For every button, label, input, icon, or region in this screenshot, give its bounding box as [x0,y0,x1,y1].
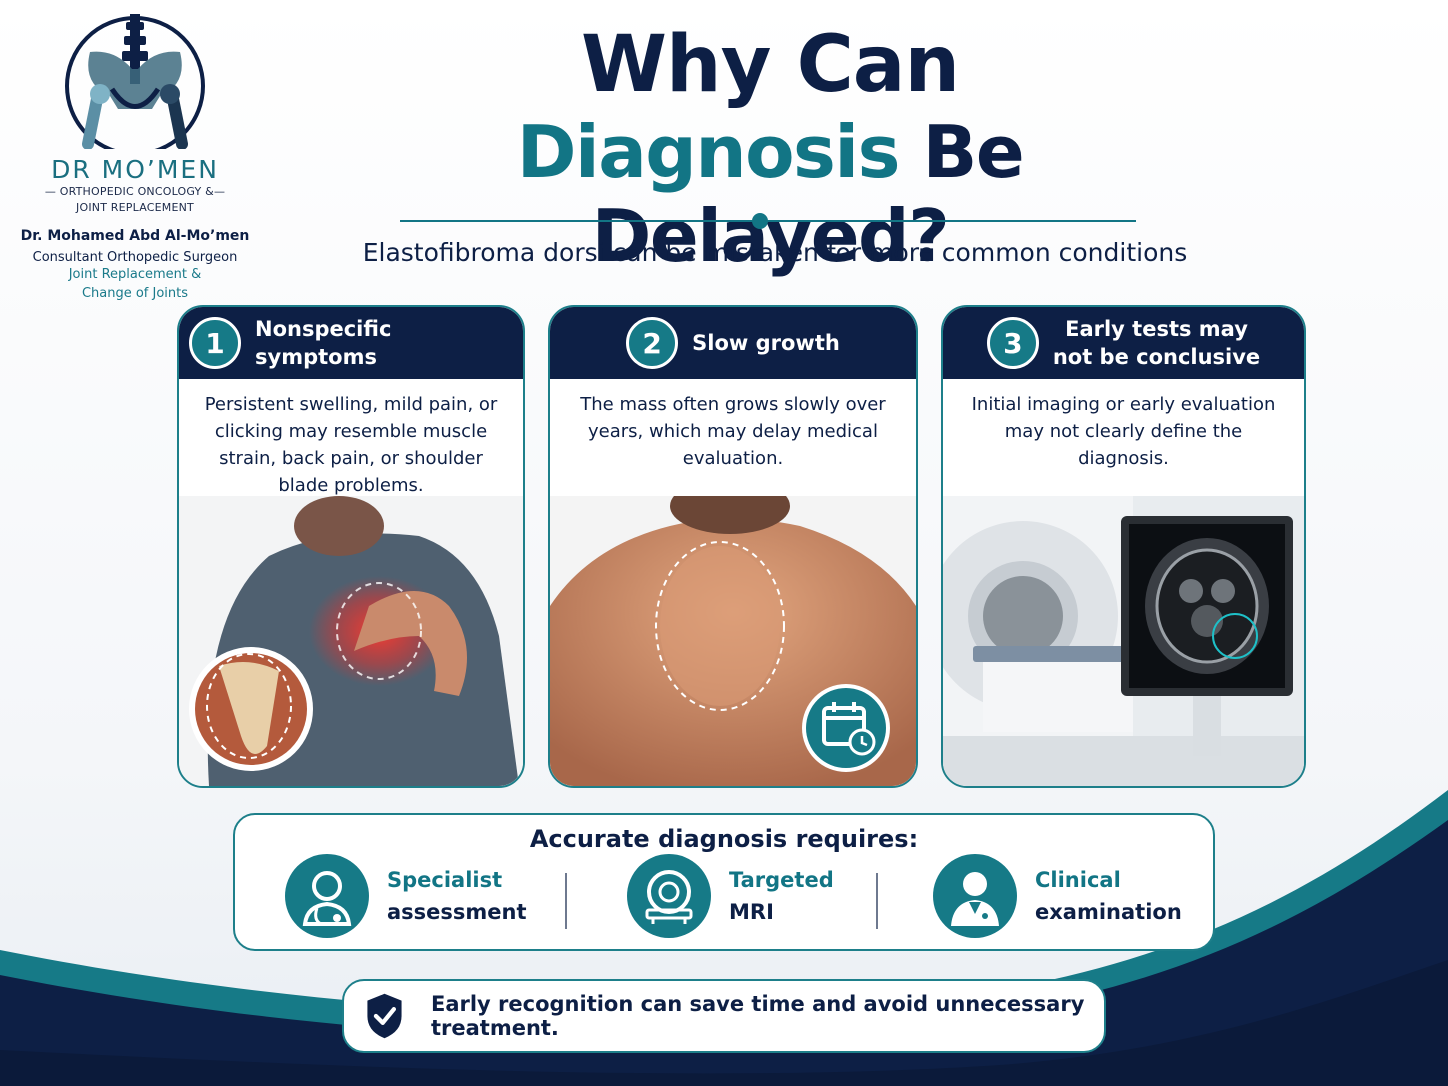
shield-check-icon [367,993,402,1039]
requirements-title: Accurate diagnosis requires: [529,825,919,853]
card-slow-growth: 2 Slow growth The mass often grows slowl… [548,305,918,788]
requirements-box: Accurate diagnosis requires: Specialist … [233,813,1215,951]
title-teal-word: Diagnosis [516,110,901,194]
requirement-line1: Clinical [1035,868,1121,892]
physician-icon [933,854,1017,938]
logo-sub-line2: JOINT REPLACEMENT [76,201,194,214]
doctor-stethoscope-icon [285,854,369,938]
mri-machine-icon [627,854,711,938]
requirement-clinical: Clinical examination [933,853,1182,939]
doctor-specialty-line2: Change of Joints [81,286,189,301]
requirement-specialist: Specialist assessment [285,853,527,939]
title-divider [400,213,1136,229]
card-title-line2: not be conclusive [1052,345,1261,369]
doctor-specialty-line1: Joint Replacement & [68,267,202,282]
card-early-tests: 3 Early tests may not be conclusive Init… [941,305,1306,788]
card-nonspecific-symptoms: 1 Nonspecific symptoms Persistent swelli… [177,305,525,788]
requirement-line2: examination [1035,900,1182,924]
doctor-name: Dr. Mohamed Abd Al-Mo’men [20,228,250,244]
card-header: 1 Nonspecific symptoms [179,307,523,379]
early-recognition-banner: Early recognition can save time and avoi… [342,979,1106,1053]
page-subtitle: Elastofibroma dorsi can be mistaken for … [362,238,1188,267]
card-title: Nonspecific symptoms [255,317,392,369]
calendar-clock-icon [802,684,890,772]
shoulder-pain-illustration [179,496,523,786]
card-title: Early tests may not be conclusive [1053,315,1260,371]
doctor-role: Consultant Orthopedic Surgeon [32,250,238,265]
logo-brand: DR MO’MEN [51,155,219,184]
requirement-mri: Targeted MRI [627,853,834,939]
page-title: Why Can Diagnosis Be Delayed? [330,20,1210,278]
requirement-line1: Specialist [387,868,503,892]
back-mass-illustration [550,496,916,786]
requirement-separator [876,873,878,929]
card-header: 2 Slow growth [550,307,916,379]
title-line1: Why Can [581,20,960,110]
title-navy-rest: Be Delayed? [591,110,1025,278]
card-title-line1: Early tests may [1065,317,1248,341]
card-text: The mass often grows slowly over years, … [580,394,886,469]
requirement-line2: assessment [387,900,527,924]
requirement-line2: MRI [729,900,774,924]
title-line2: Diagnosis Be Delayed? [330,110,1210,278]
logo-sub-line1: — ORTHOPEDIC ONCOLOGY &— [44,185,226,198]
spine-pelvis-logo-icon [65,14,205,149]
early-recognition-text: Early recognition can save time and avoi… [430,992,1085,1040]
card-number: 2 [626,317,679,369]
mri-scanner-illustration [943,496,1304,786]
card-text: Initial imaging or early evaluation may … [971,394,1276,469]
requirement-separator [565,873,567,929]
logo-block: DR MO’MEN — ORTHOPEDIC ONCOLOGY &— JOINT… [20,14,250,303]
card-text: Persistent swelling, mild pain, or click… [204,394,498,496]
requirement-line1: Targeted [729,868,834,892]
card-number: 3 [986,317,1039,369]
card-title: Slow growth [692,331,840,355]
card-header: 3 Early tests may not be conclusive [943,307,1304,379]
card-number: 1 [189,317,241,369]
